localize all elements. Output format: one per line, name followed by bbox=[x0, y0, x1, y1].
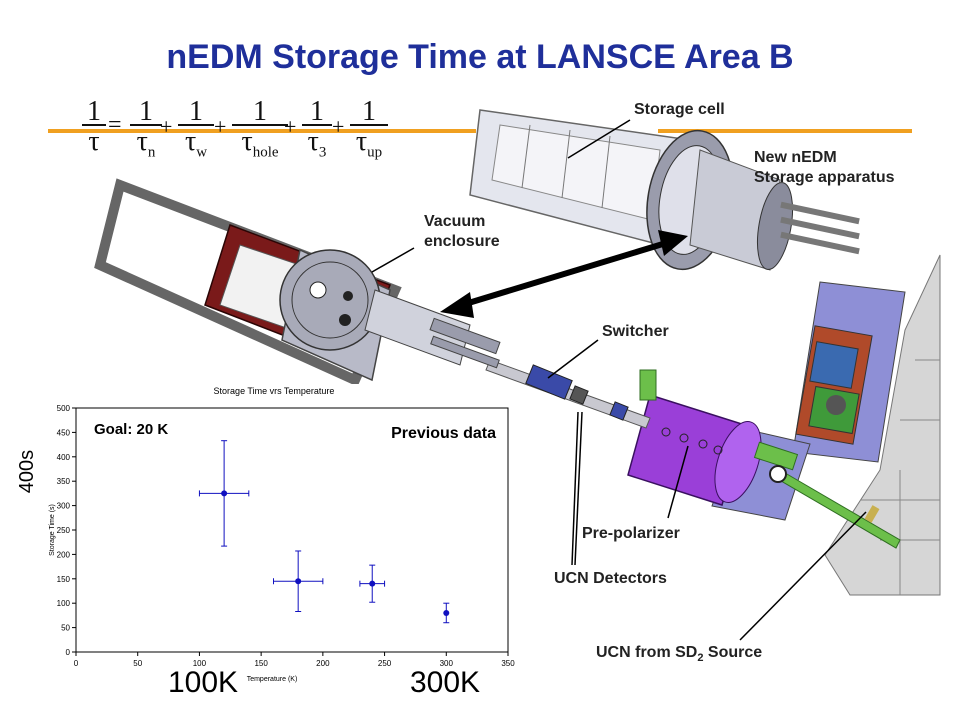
y-tick-label: 50 bbox=[61, 624, 70, 633]
guide-flange bbox=[864, 505, 880, 523]
x-tick-label: 350 bbox=[501, 659, 515, 668]
y-tick-label: 250 bbox=[57, 526, 71, 535]
previous-data-annotation: Previous data bbox=[391, 425, 496, 442]
callout-lines bbox=[371, 119, 867, 641]
y-tick-label: 300 bbox=[57, 502, 71, 511]
accent-bar-right bbox=[658, 129, 912, 133]
callout-storage-cell bbox=[567, 119, 631, 159]
formula-plus-2: + bbox=[214, 114, 227, 139]
y-axis-label: Storage Time (s) bbox=[49, 504, 56, 556]
x-tick-label: 200 bbox=[316, 659, 330, 668]
y-tick-label: 0 bbox=[66, 648, 71, 657]
formula-plus-1: + bbox=[160, 114, 173, 139]
x-tick-label: 0 bbox=[74, 659, 79, 668]
label-storage-cell: Storage cell bbox=[634, 101, 725, 118]
switcher-body bbox=[525, 364, 573, 400]
callout-ucn-source bbox=[739, 511, 867, 641]
callout-detector-1 bbox=[571, 411, 579, 566]
x-overlay-300k: 300K bbox=[410, 666, 481, 699]
label-switcher: Switcher bbox=[602, 323, 669, 340]
formula-equals: = bbox=[108, 112, 122, 138]
y-tick-label: 400 bbox=[57, 453, 71, 462]
y-tick-label: 450 bbox=[57, 428, 71, 437]
y-tick-label: 350 bbox=[57, 477, 71, 486]
y-tick-label: 200 bbox=[57, 550, 71, 559]
label-pre-polarizer: Pre-polarizer bbox=[582, 525, 680, 542]
data-point bbox=[443, 609, 450, 616]
x-tick-label: 100 bbox=[193, 659, 207, 668]
formula-term-w: 1 τw bbox=[178, 96, 214, 162]
data-point bbox=[221, 490, 228, 497]
beam-pipe bbox=[485, 359, 651, 429]
data-point bbox=[369, 580, 376, 587]
polarizer-plumbing bbox=[639, 369, 799, 483]
formula-term-3: 1 τ3 bbox=[302, 96, 332, 162]
vacuum-enclosure bbox=[94, 178, 501, 387]
formula-plus-4: + bbox=[332, 114, 345, 139]
accent-bar-left bbox=[48, 129, 476, 133]
lab-wall bbox=[824, 254, 941, 596]
callout-detector-1b bbox=[574, 411, 583, 566]
label-vacuum-enclosure: Vacuum enclosure bbox=[424, 213, 500, 250]
x-tick-label: 250 bbox=[378, 659, 392, 668]
chart-title: Storage Time vrs Temperature bbox=[214, 386, 335, 396]
formula-plus-3: + bbox=[284, 114, 297, 139]
storage-time-chart: Storage Time vrs Temperature 0 50 100 150 200… bbox=[28, 384, 520, 684]
detector-block-2 bbox=[609, 401, 629, 421]
data-point bbox=[295, 578, 302, 585]
x-tick-label: 150 bbox=[254, 659, 268, 668]
formula-term-n: 1 τn bbox=[130, 96, 162, 162]
detector-block bbox=[569, 385, 589, 405]
y-tick-label: 500 bbox=[57, 404, 71, 413]
x-axis-label: Temperature (K) bbox=[247, 676, 298, 683]
x-overlay-100k: 100K bbox=[168, 666, 239, 699]
source-machinery bbox=[795, 325, 873, 445]
callout-switcher bbox=[547, 339, 599, 379]
goal-annotation: Goal: 20 K bbox=[94, 421, 168, 438]
callout-vacuum bbox=[371, 247, 415, 273]
y-overlay-400s: 400s bbox=[16, 449, 39, 494]
x-tick-label: 300 bbox=[440, 659, 454, 668]
chart-background bbox=[28, 384, 520, 684]
formula-term-hole: 1 τhole bbox=[232, 96, 288, 162]
label-ucn-source: UCN from SD2 Source bbox=[596, 644, 763, 665]
y-tick-label: 150 bbox=[57, 575, 71, 584]
label-ucn-detectors: UCN Detectors bbox=[554, 570, 667, 587]
callout-pre-polarizer bbox=[667, 445, 689, 519]
y-tick-label: 100 bbox=[57, 599, 71, 608]
formula-term-up: 1 τup bbox=[350, 96, 388, 162]
formula-term-total: 1 τ bbox=[82, 96, 106, 162]
label-new-nedm: New nEDM Storage apparatus bbox=[754, 149, 895, 186]
connection-arrow bbox=[440, 230, 688, 318]
page-title: nEDM Storage Time at LANSCE Area B bbox=[166, 38, 794, 76]
x-tick-label: 50 bbox=[133, 659, 142, 668]
